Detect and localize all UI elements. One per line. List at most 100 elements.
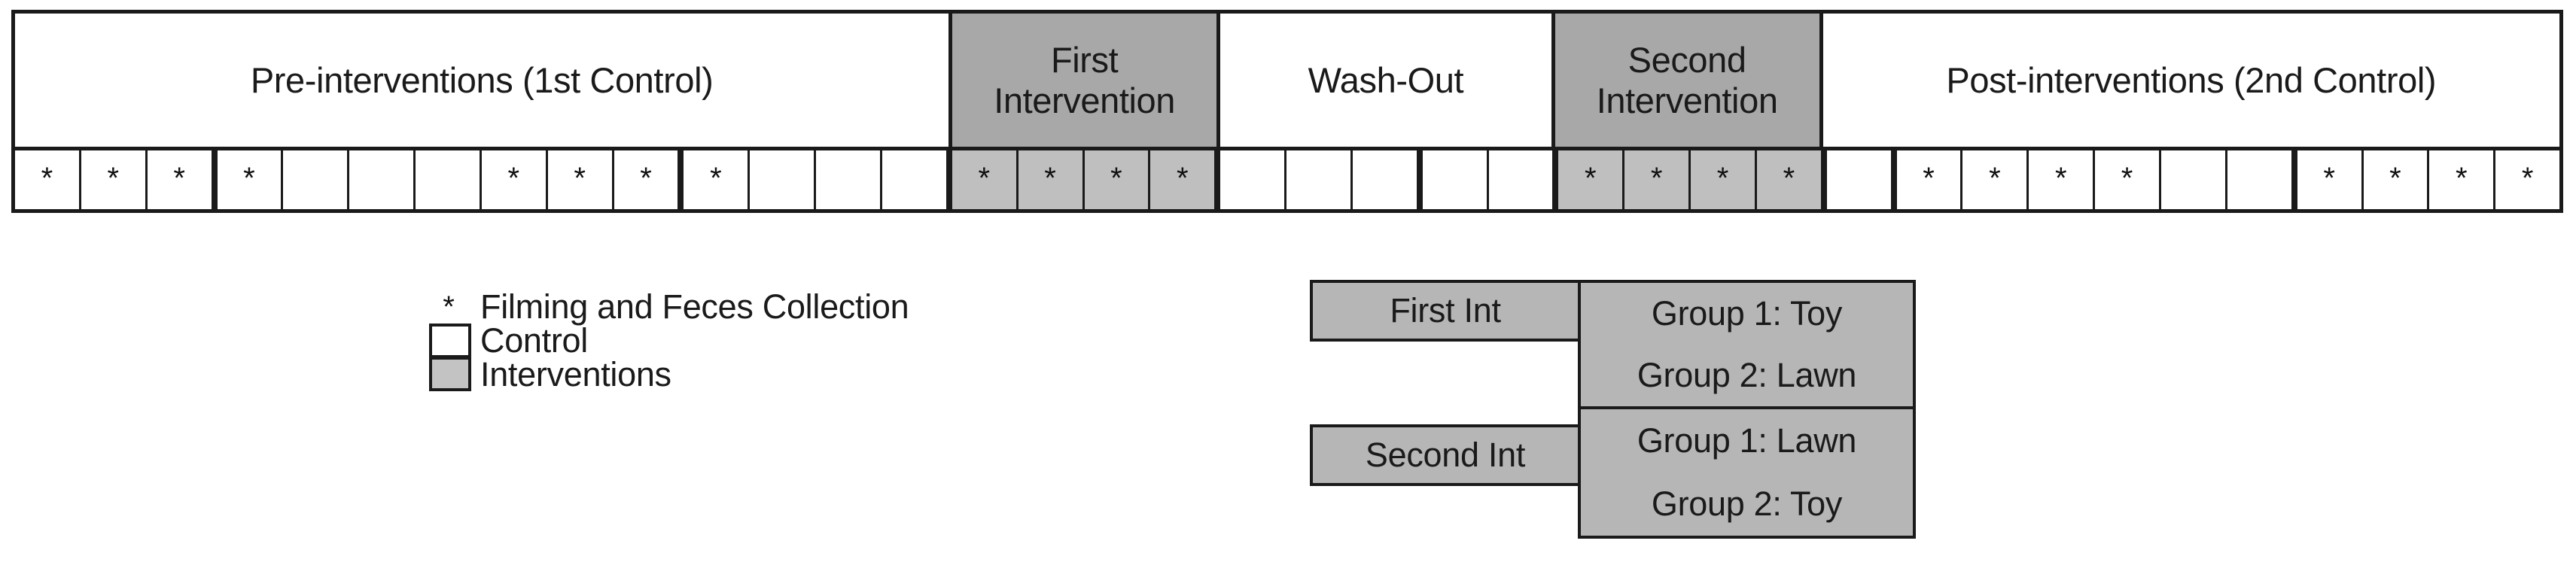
timepoint-cell bbox=[750, 150, 817, 209]
asterisk-icon: * bbox=[507, 162, 520, 195]
timepoint-cell: * bbox=[1084, 150, 1151, 209]
timepoint-cell: * bbox=[2363, 150, 2430, 209]
asterisk-icon: * bbox=[1716, 162, 1729, 195]
swatch-intervention-gray bbox=[429, 357, 471, 391]
group-assignment-cell: Group 1: Lawn bbox=[1637, 421, 1857, 460]
timepoint-cell: * bbox=[2429, 150, 2496, 209]
phase-header-row: Pre-interventions (1st Control) First In… bbox=[11, 10, 2563, 147]
timepoint-cell bbox=[1822, 150, 1893, 209]
asterisk-icon: * bbox=[1044, 162, 1056, 195]
timepoint-cell: * bbox=[213, 150, 284, 209]
timepoint-cell: * bbox=[2495, 150, 2560, 209]
phase-label-line: Wash-Out bbox=[1308, 59, 1464, 100]
timepoint-cell: * bbox=[1691, 150, 1757, 209]
timepoint-cell bbox=[1216, 150, 1287, 209]
timepoint-cell bbox=[1352, 150, 1419, 209]
timepoint-cell bbox=[2227, 150, 2294, 209]
asterisk-icon: * bbox=[2121, 162, 2133, 195]
group-assignment-cell: Group 2: Lawn bbox=[1637, 356, 1857, 394]
timepoint-cell: * bbox=[1892, 150, 1963, 209]
phase-label-line: Intervention bbox=[1596, 80, 1778, 120]
legend-swatch-slot bbox=[422, 324, 476, 357]
timepoint-cell bbox=[882, 150, 948, 209]
timepoint-cell: * bbox=[15, 150, 81, 209]
timepoint-cell: * bbox=[547, 150, 614, 209]
asterisk-icon: * bbox=[1989, 162, 2001, 195]
asterisk-icon: * bbox=[2521, 162, 2534, 195]
asterisk-icon: * bbox=[978, 162, 991, 195]
group-assignment-cell: Group 1: Toy bbox=[1651, 294, 1843, 333]
timepoint-cell: * bbox=[1756, 150, 1823, 209]
timepoint-cell: * bbox=[1624, 150, 1691, 209]
phase-label-line: Intervention bbox=[994, 80, 1176, 120]
phase-first-intervention: First Intervention bbox=[952, 14, 1221, 147]
group-table-phase-second-int: Second Int bbox=[1310, 424, 1581, 486]
timepoint-cell: * bbox=[147, 150, 214, 209]
group-table-assignments-second-int: Group 1: Lawn Group 2: Toy bbox=[1578, 406, 1916, 539]
timepoint-cell: * bbox=[81, 150, 148, 209]
asterisk-icon: * bbox=[1650, 162, 1663, 195]
timepoint-cell: * bbox=[680, 150, 751, 209]
timepoint-cell: * bbox=[948, 150, 1019, 209]
asterisk-icon: * bbox=[41, 162, 53, 195]
timepoint-cell bbox=[1418, 150, 1489, 209]
phase-label-line: Post-interventions (2nd Control) bbox=[1946, 59, 2437, 100]
timepoint-cell: * bbox=[2293, 150, 2364, 209]
asterisk-icon: * bbox=[173, 162, 185, 195]
asterisk-icon: * bbox=[107, 162, 120, 195]
legend-item-interventions: Interventions bbox=[422, 357, 909, 391]
timepoint-cell: * bbox=[1962, 150, 2029, 209]
asterisk-icon: * bbox=[1585, 162, 1597, 195]
asterisk-icon: * bbox=[2054, 162, 2067, 195]
legend: * Filming and Feces Collection Control I… bbox=[422, 290, 909, 391]
group-table-phase-label: Second Int bbox=[1365, 436, 1526, 474]
phase-label-line: First bbox=[1050, 39, 1119, 80]
phase-label-line: Pre-interventions (1st Control) bbox=[250, 59, 714, 100]
timepoint-cell bbox=[816, 150, 882, 209]
legend-swatch-slot bbox=[422, 357, 476, 391]
asterisk-icon: * bbox=[2389, 162, 2401, 195]
group-table-phase-label: First Int bbox=[1390, 291, 1501, 330]
timepoint-cell bbox=[349, 150, 416, 209]
group-assignment-table: First Int Group 1: Toy Group 2: Lawn Sec… bbox=[1310, 280, 1916, 539]
asterisk-icon: * bbox=[2456, 162, 2468, 195]
phase-label-line: Second bbox=[1628, 39, 1746, 80]
timepoint-cell: * bbox=[2029, 150, 2096, 209]
timepoint-cell: * bbox=[481, 150, 548, 209]
asterisk-icon: * bbox=[1783, 162, 1795, 195]
timepoint-cell: * bbox=[1150, 150, 1217, 209]
study-timeline-table: Pre-interventions (1st Control) First In… bbox=[11, 10, 2563, 213]
phase-post-interventions: Post-interventions (2nd Control) bbox=[1822, 14, 2559, 147]
legend-label-control: Control bbox=[480, 321, 588, 360]
group-table-assignments-first-int: Group 1: Toy Group 2: Lawn bbox=[1578, 280, 1916, 409]
phase-wash-out: Wash-Out bbox=[1220, 14, 1555, 147]
asterisk-icon: * bbox=[640, 162, 652, 195]
timepoint-cell: * bbox=[2095, 150, 2161, 209]
timepoint-cell: * bbox=[1554, 150, 1625, 209]
swatch-control-white bbox=[429, 324, 471, 357]
legend-item-control: Control bbox=[422, 324, 909, 357]
legend-item-filming: * Filming and Feces Collection bbox=[422, 290, 909, 324]
asterisk-icon: * bbox=[1110, 162, 1122, 195]
timepoint-cell bbox=[1286, 150, 1353, 209]
timepoint-cell bbox=[1488, 150, 1555, 209]
asterisk-icon: * bbox=[1176, 162, 1189, 195]
legend-label-filming: Filming and Feces Collection bbox=[480, 287, 909, 326]
asterisk-icon: * bbox=[2323, 162, 2335, 195]
timepoint-cell: * bbox=[614, 150, 681, 209]
group-assignment-cell: Group 2: Toy bbox=[1651, 485, 1843, 523]
phase-second-intervention: Second Intervention bbox=[1554, 14, 1823, 147]
group-table-phase-first-int: First Int bbox=[1310, 280, 1581, 342]
timepoint-cell: * bbox=[1018, 150, 1085, 209]
timepoint-cell bbox=[416, 150, 482, 209]
legend-label-interventions: Interventions bbox=[480, 355, 671, 393]
timepoint-cell bbox=[283, 150, 350, 209]
phase-pre-interventions: Pre-interventions (1st Control) bbox=[15, 14, 953, 147]
asterisk-icon: * bbox=[243, 162, 255, 195]
asterisk-icon: * bbox=[710, 162, 722, 195]
timepoint-cells-row: * * * * * * * * * * * * * * * * * * * * * * * * bbox=[11, 147, 2563, 213]
asterisk-icon: * bbox=[574, 162, 586, 195]
timepoint-cell bbox=[2161, 150, 2227, 209]
asterisk-icon: * bbox=[1923, 162, 1935, 195]
asterisk-icon: * bbox=[443, 290, 455, 324]
